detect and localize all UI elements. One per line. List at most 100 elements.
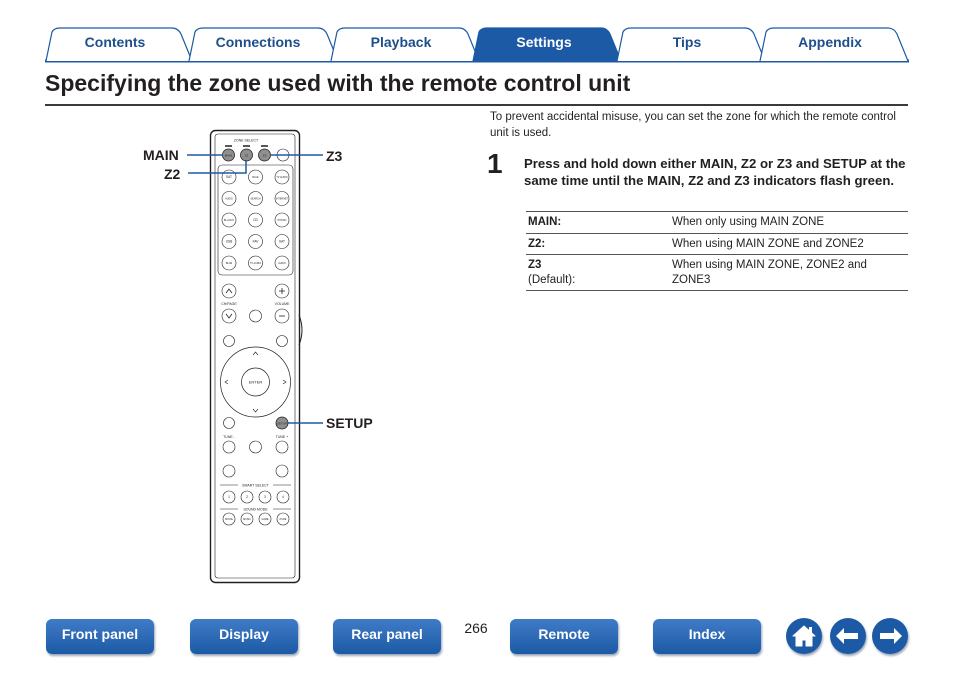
label-z3: Z3	[326, 148, 343, 164]
tab-shape-tips	[616, 27, 766, 62]
home-icon	[792, 625, 816, 647]
tab-shape-settings	[472, 27, 622, 62]
source-key-text: TV AUDIO	[250, 262, 261, 265]
ch-page-up-key	[221, 283, 237, 299]
label-setup: SETUP	[326, 415, 373, 431]
back-button[interactable]	[830, 618, 866, 654]
source-key	[248, 255, 263, 271]
quick-key	[275, 464, 289, 478]
table-row: MAIN: When only using MAIN ZONE	[526, 211, 908, 234]
sound-mode-key	[222, 512, 236, 526]
tab-bar: Contents Connections Playback Settings T…	[0, 0, 954, 64]
callout-lines	[187, 154, 323, 424]
front-panel-button[interactable]: Front panel	[46, 619, 154, 654]
tab-connections[interactable]: Connections	[215, 34, 301, 50]
source-key	[248, 169, 263, 185]
forward-button[interactable]	[872, 618, 908, 654]
zone-select-text: ZONE SELECT	[234, 139, 259, 143]
volume-text: VOLUME	[275, 302, 290, 306]
source-key	[221, 255, 237, 271]
sound-mode-key-text: PURE	[280, 518, 287, 521]
source-key	[274, 169, 290, 185]
source-key-text: AUDIO	[225, 198, 233, 201]
source-key	[248, 212, 263, 228]
smart-select-key-text: 4	[282, 495, 284, 499]
source-key	[274, 191, 290, 206]
home-button[interactable]	[786, 618, 822, 654]
ch-page-text: CH/PAGE	[221, 302, 237, 306]
rear-panel-button[interactable]: Rear panel	[333, 619, 441, 654]
next-key	[275, 440, 289, 454]
source-key	[221, 191, 237, 206]
tab-contents[interactable]: Contents	[84, 34, 146, 50]
sound-mode-text: SOUND MODE	[243, 508, 268, 512]
enter-key-text: ENTER	[249, 380, 263, 385]
source-key-text: INTERNET	[276, 198, 288, 201]
source-key-text: USB	[226, 240, 233, 244]
title-divider	[45, 104, 908, 106]
tab-appendix[interactable]: Appendix	[798, 34, 862, 50]
source-key	[221, 212, 237, 228]
label-z2: Z2	[164, 166, 181, 182]
sound-mode-key	[240, 512, 254, 526]
tab-shape-appendix	[759, 27, 909, 62]
tab-shape-playback	[330, 27, 480, 62]
play-pause-key	[249, 440, 262, 454]
smart-select-key	[240, 490, 254, 504]
remote-control-illustration: ZONE SELECT MAIN Z2 Z3 SAT BLUE TV AUDIO AU…	[209, 129, 303, 584]
smart-select-key-text: 2	[246, 495, 248, 499]
source-key	[248, 234, 263, 249]
source-key	[248, 191, 263, 206]
back-key	[223, 417, 235, 429]
remote-button[interactable]: Remote	[510, 619, 618, 654]
tune-plus-text: TUNE +	[276, 435, 289, 439]
intro-paragraph: To prevent accidental misuse, you can se…	[490, 111, 896, 139]
source-key	[274, 212, 290, 228]
step-number: 1	[487, 148, 503, 179]
source-key-text: SEARCH	[251, 198, 261, 201]
ch-page-down-key	[221, 308, 237, 324]
tab-tips[interactable]: Tips	[672, 34, 702, 50]
tab-settings[interactable]: Settings	[516, 34, 572, 50]
zone-key-cell: Z2:	[526, 233, 670, 255]
info-key	[223, 335, 235, 347]
tab-shape-connections	[188, 27, 339, 62]
forward-arrow-icon	[880, 628, 902, 644]
source-key-text: BLUE	[252, 176, 259, 179]
z2-key-text: Z2	[245, 154, 249, 158]
main-zone-key	[222, 148, 235, 162]
smart-select-key	[222, 490, 236, 504]
page-number: 266	[464, 620, 488, 636]
smart-select-key	[276, 490, 290, 504]
source-key-text: AUDIO	[278, 262, 286, 265]
prev-key	[222, 440, 236, 454]
display-button[interactable]: Display	[190, 619, 298, 654]
source-key-text: PHONO	[278, 219, 287, 222]
index-button[interactable]: Index	[653, 619, 761, 654]
z3-key-text: Z3	[263, 154, 267, 158]
page-title: Specifying the zone used with the remote…	[45, 70, 631, 96]
step-instruction: Press and hold down either MAIN, Z2 or Z…	[524, 156, 906, 188]
tab-playback[interactable]: Playback	[370, 34, 432, 50]
smart-select-key	[258, 490, 272, 504]
sound-mode-key-text: MOVIE	[225, 518, 233, 521]
source-key-text: CD	[253, 218, 258, 222]
source-key-text: BLUE	[226, 262, 233, 265]
main-key-text: MAIN	[225, 154, 233, 158]
tune-minus-text: TUNE -	[223, 435, 236, 439]
z3-zone-key	[258, 148, 271, 162]
source-key-text: SAT	[279, 240, 285, 244]
back-arrow-icon	[836, 628, 858, 644]
table-row: Z3(Default): When using MAIN ZONE, ZONE2…	[526, 254, 908, 291]
tab-shapes	[45, 27, 909, 63]
source-key-text: SAT	[226, 175, 232, 179]
option-key	[276, 335, 288, 347]
zone-default-note: (Default):	[528, 273, 576, 286]
enter-key	[241, 367, 270, 397]
sleep-key	[222, 464, 236, 478]
smart-select-text: SMART SELECT	[242, 484, 270, 488]
zone-table: MAIN: When only using MAIN ZONE Z2: When…	[526, 211, 908, 291]
